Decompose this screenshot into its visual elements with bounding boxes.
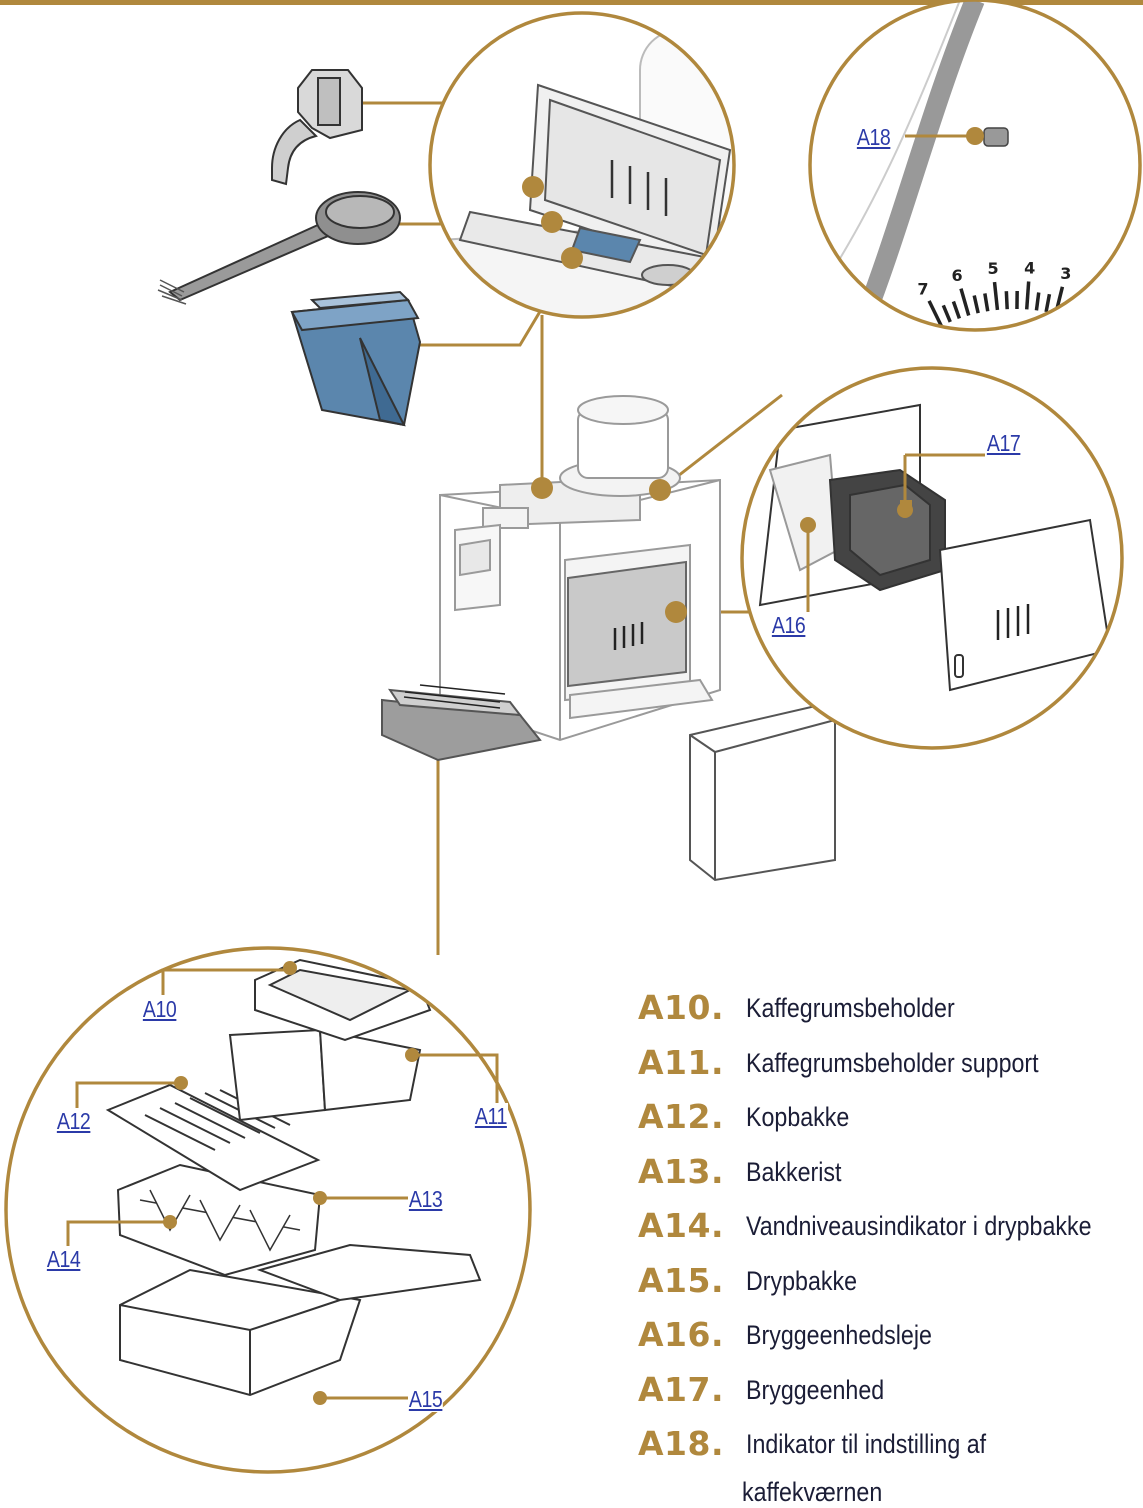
dial-tick bbox=[1027, 281, 1029, 309]
dial-tick bbox=[1036, 293, 1038, 311]
legend-code: A11. bbox=[638, 1043, 724, 1083]
legend-item-a11: A11. Kaffegrumsbeholder support bbox=[638, 1043, 1143, 1098]
legend-item-a10: A10. Kaffegrumsbeholder bbox=[638, 988, 1143, 1043]
legend-item-a17: A17. Bryggeenhed bbox=[638, 1370, 1143, 1425]
legend-item-a15: A15. Drypbakke bbox=[638, 1261, 1143, 1316]
legend-label: Drypbakke bbox=[746, 1265, 857, 1297]
legend-item-a14: A14. Vandniveausindikator i drypbakke bbox=[638, 1206, 1143, 1261]
coffee-machine bbox=[440, 396, 720, 740]
legend-label: Kaffegrumsbeholder support bbox=[746, 1047, 1039, 1079]
legend-label-continued: kaffekværnen bbox=[742, 1476, 882, 1508]
legend-code: A15. bbox=[638, 1261, 724, 1301]
callout-a11: A11 bbox=[474, 1103, 508, 1129]
legend-code: A10. bbox=[638, 988, 724, 1028]
legend-label: Vandniveausindikator i drypbakke bbox=[746, 1210, 1092, 1242]
callout-a12: A12 bbox=[56, 1108, 91, 1134]
callout-a16: A16 bbox=[771, 612, 806, 638]
legend-label: Indikator til indstilling af bbox=[746, 1428, 986, 1460]
callout-a18: A18 bbox=[856, 124, 891, 150]
detail-circle-top-compartment bbox=[430, 13, 810, 330]
measuring-spoon-brush bbox=[158, 192, 400, 304]
dial-number: 6 bbox=[952, 266, 963, 285]
legend-label: Bryggeenhed bbox=[746, 1374, 884, 1406]
detail-circle-brew-unit bbox=[742, 368, 1122, 748]
dial-tick bbox=[1006, 291, 1007, 309]
detail-circle-drip-tray bbox=[6, 948, 530, 1472]
callout-a15: A15 bbox=[408, 1386, 443, 1412]
callout-a10: A10 bbox=[142, 996, 177, 1022]
steam-nozzle bbox=[272, 70, 362, 184]
water-tank bbox=[690, 705, 835, 880]
dial-tick bbox=[1092, 312, 1100, 328]
parts-legend: A10. Kaffegrumsbeholder A11. Kaffegrumsb… bbox=[638, 988, 1143, 1479]
callout-a13: A13 bbox=[408, 1186, 443, 1212]
dial-number: 7 bbox=[917, 279, 928, 298]
legend-code: A14. bbox=[638, 1206, 724, 1246]
legend-item-a13: A13. Bakkerist bbox=[638, 1152, 1143, 1207]
dial-tick bbox=[1083, 298, 1094, 324]
legend-item-a16: A16. Bryggeenhedsleje bbox=[638, 1315, 1143, 1370]
dial-tick bbox=[1109, 315, 1125, 338]
legend-label: Kaffegrumsbeholder bbox=[746, 992, 955, 1024]
legend-label: Kopbakke bbox=[746, 1101, 849, 1133]
callout-a14: A14 bbox=[46, 1246, 81, 1272]
legend-code: A17. bbox=[638, 1370, 724, 1410]
dial-tick bbox=[1074, 303, 1080, 320]
dial-tick bbox=[1101, 317, 1110, 332]
dial-number: 5 bbox=[987, 259, 998, 278]
dial-number: 1 bbox=[1127, 294, 1138, 313]
legend-code: A13. bbox=[638, 1152, 724, 1192]
coffee-funnel bbox=[292, 292, 420, 425]
legend-item-a18: A18. Indikator til indstilling af kaffek… bbox=[638, 1424, 1143, 1479]
legend-code: A12. bbox=[638, 1097, 724, 1137]
legend-label: Bakkerist bbox=[746, 1156, 842, 1188]
dial-number: 4 bbox=[1024, 259, 1035, 278]
legend-item-a12: A12. Kopbakke bbox=[638, 1097, 1143, 1152]
legend-code: A18. bbox=[638, 1424, 724, 1464]
callout-a17: A17 bbox=[986, 430, 1021, 456]
legend-label: Bryggeenhedsleje bbox=[746, 1319, 932, 1351]
dial-number: 3 bbox=[1060, 264, 1071, 283]
legend-code: A16. bbox=[638, 1315, 724, 1355]
